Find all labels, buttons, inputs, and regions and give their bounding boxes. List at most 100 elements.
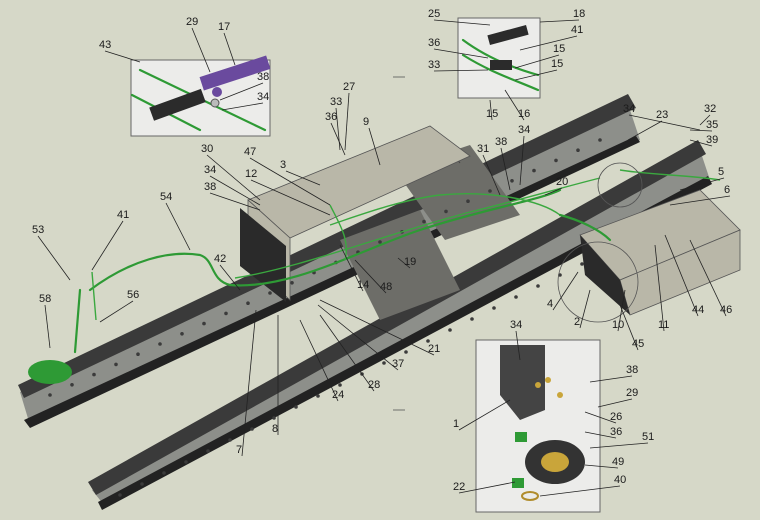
leader-line	[339, 244, 364, 292]
rail-hole	[290, 281, 294, 285]
rail-hole	[404, 350, 408, 354]
part-label-10: 10	[612, 319, 624, 331]
part-label-31: 31	[477, 143, 489, 155]
leader-line	[584, 464, 619, 469]
part-label-9: 9	[363, 116, 369, 128]
part-label-38: 38	[626, 364, 638, 376]
leader-line	[689, 239, 727, 317]
inset-detail-bottom-right	[475, 339, 601, 513]
part-label-29: 29	[186, 16, 198, 28]
leader-line	[319, 299, 435, 356]
leader-line	[433, 19, 491, 26]
rail-hole	[246, 301, 250, 306]
leader-line	[344, 92, 350, 151]
part-label-34: 34	[204, 164, 216, 176]
rail-hole	[378, 240, 382, 244]
rail-hole	[466, 199, 470, 203]
rail-hole	[140, 482, 144, 486]
part-label-56: 56	[127, 289, 139, 301]
part-label-4: 4	[547, 298, 553, 310]
part-label-38: 38	[495, 136, 507, 148]
part-label-6: 6	[724, 184, 730, 196]
leader-line	[209, 192, 261, 211]
label-leaders	[37, 19, 731, 497]
part-label-27: 27	[343, 81, 355, 93]
rail-hole	[510, 179, 514, 183]
part-label-26: 26	[610, 411, 622, 423]
leader-line	[519, 135, 525, 186]
leader-line	[482, 154, 501, 196]
rail-hole	[202, 321, 206, 326]
leader-line	[91, 220, 124, 271]
leader-line	[99, 300, 134, 323]
part-label-16: 16	[518, 108, 530, 120]
leader-line	[299, 319, 339, 402]
leader-line	[515, 330, 521, 361]
leader-line	[249, 157, 331, 206]
part-label-38: 38	[204, 181, 216, 193]
leader-line	[584, 411, 617, 424]
rail-hole	[554, 158, 558, 163]
part-label-5: 5	[718, 166, 724, 178]
leader-line	[617, 289, 626, 332]
part-label-48: 48	[380, 281, 392, 293]
part-label-8: 8	[272, 423, 278, 435]
rail-hole	[180, 332, 184, 336]
part-label-36: 36	[610, 426, 622, 438]
part-label-24: 24	[332, 389, 344, 401]
part-label-34: 34	[623, 103, 635, 115]
part-label-17: 17	[218, 21, 230, 33]
leader-line	[191, 27, 211, 73]
leader-line	[664, 234, 699, 317]
leader-line	[37, 235, 71, 281]
part-label-3: 3	[280, 159, 286, 171]
leader-line	[44, 304, 51, 349]
rail-hole	[224, 311, 228, 316]
part-label-36: 36	[325, 111, 337, 123]
rail-hole	[338, 383, 342, 387]
rail-hole	[184, 460, 188, 464]
part-label-46: 46	[720, 304, 732, 316]
part-label-15: 15	[551, 58, 563, 70]
leader-line	[669, 195, 731, 206]
part-label-30: 30	[201, 143, 213, 155]
part-label-23: 23	[656, 109, 668, 121]
leader-line	[397, 257, 411, 269]
fuel-lines	[28, 169, 721, 384]
leader-line	[219, 82, 264, 101]
rail-hole	[382, 361, 386, 365]
part-label-39: 39	[706, 134, 718, 146]
part-label-18: 18	[573, 8, 585, 20]
rail-hole	[488, 189, 492, 193]
part-label-45: 45	[632, 338, 644, 350]
rail-hole	[70, 383, 74, 387]
leader-line	[514, 54, 560, 69]
leader-line	[504, 89, 525, 121]
part-label-38: 38	[257, 71, 269, 83]
leader-line	[689, 129, 713, 132]
leader-line	[584, 431, 617, 439]
leader-line	[330, 122, 346, 156]
inset-detail-top-left	[130, 55, 271, 137]
rail-hole	[136, 352, 140, 357]
rail-hole	[444, 209, 448, 214]
leader-line	[104, 50, 141, 63]
rail-hole	[228, 438, 232, 442]
rail-hole	[294, 405, 298, 409]
leader-line	[354, 259, 387, 294]
part-label-49: 49	[612, 456, 624, 468]
leader-line	[539, 485, 621, 497]
rail-hole	[426, 339, 430, 343]
leader-line	[628, 114, 701, 131]
part-label-34: 34	[257, 91, 269, 103]
leader-line	[165, 202, 191, 251]
leader-line	[519, 35, 578, 51]
rail-hole	[470, 317, 474, 321]
leader-line	[514, 69, 558, 81]
part-label-58: 58	[39, 293, 51, 305]
leader-line	[458, 481, 516, 494]
leader-line	[250, 179, 331, 216]
leader-line	[368, 127, 381, 166]
